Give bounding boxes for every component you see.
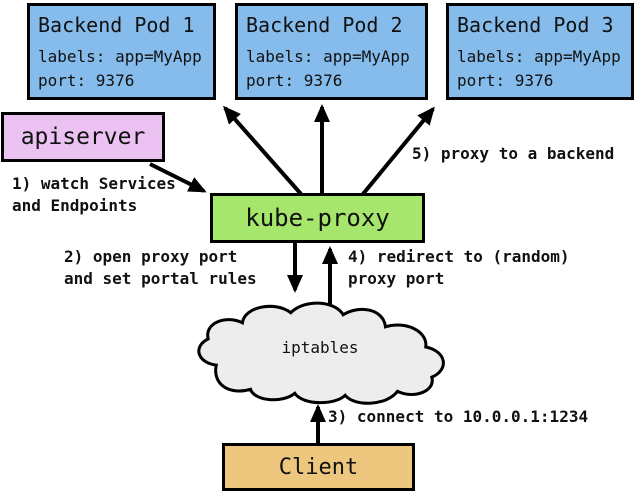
step1-label: 1) watch Services and Endpoints: [12, 174, 176, 215]
step3-label: 3) connect to 10.0.0.1:1234: [328, 407, 589, 426]
step4-label: 4) redirect to (random) proxy port: [348, 247, 570, 288]
step2-label: 2) open proxy port and set portal rules: [64, 247, 257, 288]
pod-labels: labels: app=MyApp: [457, 47, 621, 66]
apiserver-label: apiserver: [20, 124, 146, 150]
backend-pod-3-box: Backend Pod 3 labels: app=MyApp port: 93…: [446, 3, 634, 100]
cloud-shape: [197, 301, 445, 405]
arrow-proxy-to-pod3: [361, 106, 435, 196]
arrow-proxy-to-pod1: [223, 105, 303, 196]
pod-labels: labels: app=MyApp: [38, 47, 202, 66]
pod-port: port: 9376: [457, 71, 554, 90]
client-label: Client: [278, 454, 359, 480]
client-box: Client: [222, 443, 415, 491]
apiserver-box: apiserver: [1, 112, 165, 162]
arrow-watch-services: [149, 162, 207, 193]
pod-title: Backend Pod 1: [38, 13, 195, 37]
pod-port: port: 9376: [246, 71, 343, 90]
backend-pod-2-box: Backend Pod 2 labels: app=MyApp port: 93…: [235, 3, 428, 100]
iptables-cloud: [197, 301, 445, 405]
pod-port: port: 9376: [38, 71, 135, 90]
pod-title: Backend Pod 3: [457, 13, 614, 37]
kube-proxy-label: kube-proxy: [245, 204, 390, 232]
backend-pod-1-box: Backend Pod 1 labels: app=MyApp port: 93…: [27, 3, 216, 100]
pod-labels: labels: app=MyApp: [246, 47, 410, 66]
kube-proxy-box: kube-proxy: [210, 193, 425, 243]
pod-title: Backend Pod 2: [246, 13, 403, 37]
iptables-label: iptables: [281, 338, 359, 357]
step5-label: 5) proxy to a backend: [412, 144, 615, 163]
